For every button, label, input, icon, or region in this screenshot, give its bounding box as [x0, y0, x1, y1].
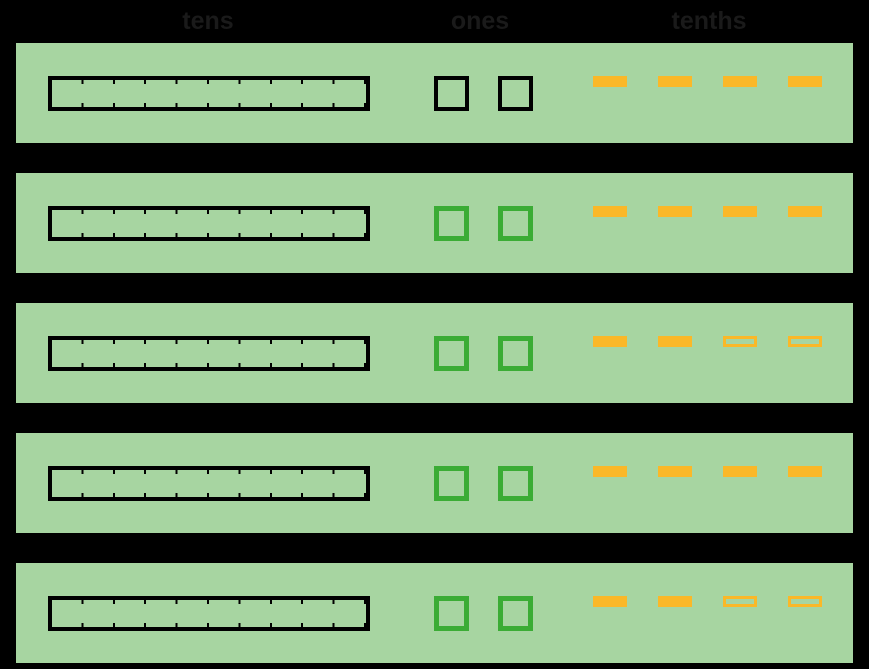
- ones-unit-square: [434, 466, 469, 501]
- ones-unit-square: [434, 76, 469, 111]
- rod-tick-marks-top: [52, 340, 366, 344]
- ones-unit-square: [434, 596, 469, 631]
- tenths-dash-solid: [723, 466, 757, 477]
- tenths-dash-solid: [723, 206, 757, 217]
- tenths-dashes-group: [593, 336, 822, 347]
- ones-unit-square: [498, 206, 533, 241]
- tenths-dash-hollow: [723, 336, 757, 347]
- tenths-dash-solid: [658, 206, 692, 217]
- tens-rod-shape: [48, 206, 370, 241]
- rod-tick-marks-top: [52, 80, 366, 84]
- tens-rod-shape: [48, 76, 370, 111]
- rod-tick-marks-top: [52, 470, 366, 474]
- tenths-dash-solid: [593, 206, 627, 217]
- column-label-tenths: tenths: [671, 7, 747, 35]
- tenths-dash-solid: [658, 466, 692, 477]
- place-value-row: [16, 433, 853, 533]
- place-value-row: [16, 173, 853, 273]
- ones-units-group: [434, 596, 533, 631]
- column-label-ones: ones: [450, 7, 510, 35]
- ones-units-group: [434, 76, 533, 111]
- ones-unit-square: [434, 206, 469, 241]
- tenths-dash-hollow: [788, 336, 822, 347]
- tenths-dashes-group: [593, 76, 822, 87]
- tenths-dash-solid: [593, 466, 627, 477]
- rod-tick-marks-top: [52, 600, 366, 604]
- tens-rod-shape: [48, 596, 370, 631]
- tenths-dash-solid: [658, 596, 692, 607]
- tenths-dash-solid: [788, 466, 822, 477]
- rows-container: [16, 43, 853, 669]
- ones-unit-square: [498, 466, 533, 501]
- tenths-dash-solid: [658, 336, 692, 347]
- ones-units-group: [434, 206, 533, 241]
- ones-units-group: [434, 466, 533, 501]
- rod-tick-marks-bottom: [52, 363, 366, 367]
- rod-tick-marks-bottom: [52, 623, 366, 627]
- ones-unit-square: [498, 596, 533, 631]
- tenths-dashes-group: [593, 466, 822, 477]
- place-value-row: [16, 563, 853, 663]
- ones-unit-square: [498, 76, 533, 111]
- rod-tick-marks-bottom: [52, 493, 366, 497]
- rod-tick-marks-bottom: [52, 103, 366, 107]
- tenths-dash-solid: [788, 206, 822, 217]
- rod-tick-marks-top: [52, 210, 366, 214]
- tenths-dashes-group: [593, 206, 822, 217]
- rod-tick-marks-bottom: [52, 233, 366, 237]
- tens-rod-shape: [48, 336, 370, 371]
- tenths-dashes-group: [593, 596, 822, 607]
- ones-unit-square: [434, 336, 469, 371]
- ones-unit-square: [498, 336, 533, 371]
- place-value-row: [16, 303, 853, 403]
- tenths-dash-solid: [593, 76, 627, 87]
- tenths-dash-hollow: [723, 596, 757, 607]
- column-label-tens: tens: [182, 7, 234, 35]
- tenths-dash-solid: [593, 596, 627, 607]
- tenths-dash-solid: [658, 76, 692, 87]
- place-value-row: [16, 43, 853, 143]
- tenths-dash-solid: [788, 76, 822, 87]
- ones-units-group: [434, 336, 533, 371]
- tenths-dash-solid: [593, 336, 627, 347]
- tens-rod-shape: [48, 466, 370, 501]
- tenths-dash-solid: [723, 76, 757, 87]
- tenths-dash-hollow: [788, 596, 822, 607]
